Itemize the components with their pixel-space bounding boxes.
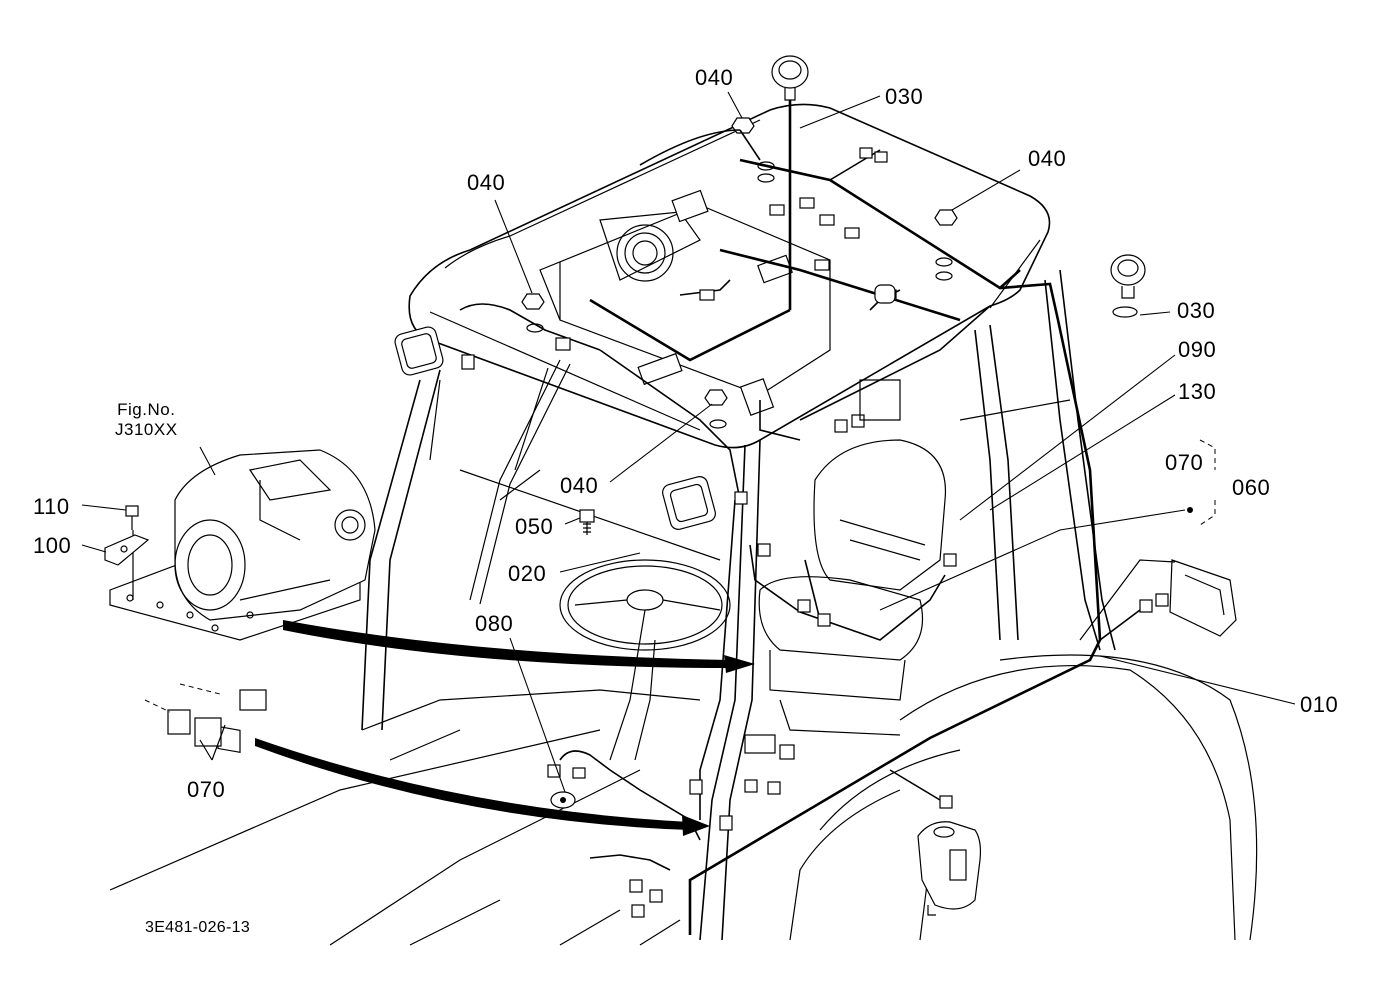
callout-070: 070 — [187, 777, 226, 802]
callout-040: 040 — [695, 65, 734, 90]
cab-frame — [361, 269, 1116, 941]
front-work-light-left — [394, 326, 444, 376]
callout-010: 010 — [1300, 692, 1339, 717]
callout-090: 090 — [1178, 337, 1217, 362]
beacon-lamp-front — [771, 55, 809, 101]
callout-110: 110 — [33, 494, 70, 519]
callout-040: 040 — [1028, 146, 1067, 171]
front-work-light-right — [662, 476, 716, 530]
bolt-110 — [125, 505, 139, 530]
cab-roof — [408, 103, 1051, 449]
figure-label-line1: Fig.No. — [117, 400, 176, 419]
figure-reference: Fig.No. J310XX — [115, 400, 178, 440]
callout-040: 040 — [467, 170, 506, 195]
relay-070 — [144, 683, 267, 761]
callout-080: 080 — [475, 611, 514, 636]
beacon-lamp-rear — [1110, 254, 1146, 318]
callout-060: 060 — [1232, 475, 1271, 500]
rear-work-light — [1169, 559, 1237, 637]
bolt-050 — [579, 509, 595, 535]
figure-label-line2: J310XX — [115, 420, 178, 439]
transmission-case — [109, 449, 376, 641]
wiper — [469, 359, 571, 605]
ground-terminal — [547, 764, 586, 809]
drawing-code: 3E481-026-13 — [145, 919, 251, 936]
nut-040 — [521, 117, 958, 429]
callout-130: 130 — [1178, 379, 1217, 404]
callout-030: 030 — [1177, 298, 1216, 323]
leader-lines — [81, 91, 1296, 793]
connectors — [461, 147, 1169, 918]
steering-wheel — [559, 559, 731, 761]
pointer-arrow-transmission — [283, 620, 755, 673]
callout-100: 100 — [33, 533, 72, 558]
rear-tire — [789, 559, 1258, 941]
cab-floor-lines — [109, 689, 701, 946]
operator-seat — [758, 379, 947, 736]
bracket-100 — [104, 534, 150, 566]
callout-070: 070 — [1165, 450, 1204, 475]
callout-030: 030 — [885, 84, 924, 109]
reservoir-tank — [917, 821, 982, 916]
callout-040: 040 — [560, 473, 599, 498]
callout-020: 020 — [508, 561, 547, 586]
group-bracket — [1187, 439, 1216, 526]
callout-050: 050 — [515, 514, 554, 539]
pointer-arrow-relay — [255, 738, 710, 836]
wire-harness — [459, 100, 1141, 935]
